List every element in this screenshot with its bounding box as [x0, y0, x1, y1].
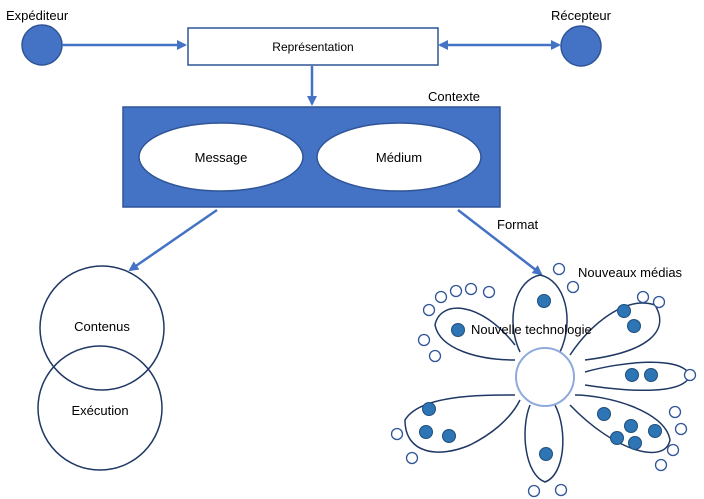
context-to-format-arrow: [457, 209, 543, 276]
representation-label: Représentation: [272, 40, 353, 54]
format-label: Format: [497, 217, 539, 232]
petal-dots: [419, 294, 662, 461]
receiver-node: [560, 25, 602, 67]
message-ellipse: [138, 122, 304, 192]
new-media-label: Nouveaux médias: [578, 265, 683, 280]
petal-top: [512, 274, 568, 353]
representation-box: [187, 27, 439, 66]
petal-bottom: [524, 404, 564, 483]
receiver-label: Récepteur: [551, 8, 612, 23]
sender-node: [21, 24, 63, 66]
new-technology-label: Nouvelle technologie: [471, 322, 592, 337]
execution-circle: [37, 345, 163, 471]
execution-label: Exécution: [71, 403, 128, 418]
outer-rings: [390, 262, 697, 498]
petal-bottom-left: [404, 394, 521, 453]
contents-label: Contenus: [74, 319, 130, 334]
medium-ellipse: [316, 122, 482, 192]
sender-label: Expéditeur: [6, 8, 69, 23]
context-label: Contexte: [428, 89, 480, 104]
center-circle: [515, 347, 575, 407]
petal-left: [434, 307, 516, 361]
contents-circle: [39, 265, 165, 391]
message-label: Message: [195, 150, 248, 165]
medium-label: Médium: [376, 150, 422, 165]
context-to-contents-arrow: [128, 208, 218, 272]
